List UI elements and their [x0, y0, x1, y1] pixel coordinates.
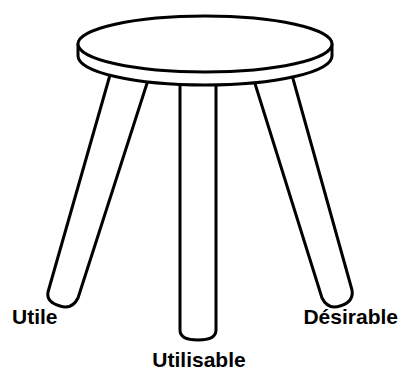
stool-seat-top: [78, 16, 332, 72]
leg-label: Utile: [12, 306, 58, 327]
leg-label: Désirable: [303, 306, 398, 327]
stool-leg: [252, 68, 352, 307]
leg-label: Utilisable: [152, 349, 245, 370]
stool-leg: [180, 82, 216, 340]
stool-leg: [48, 68, 150, 307]
